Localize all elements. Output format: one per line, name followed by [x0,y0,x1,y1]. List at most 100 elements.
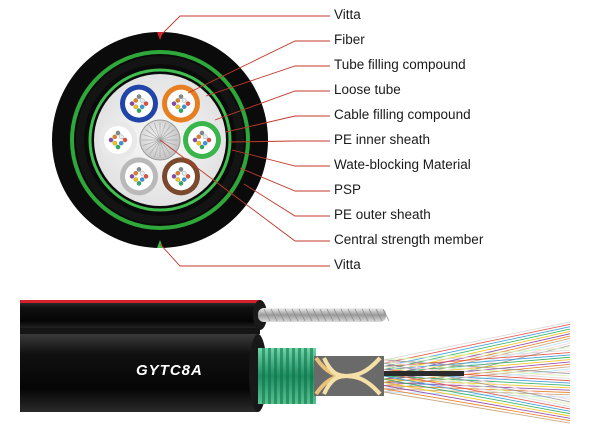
fiber-strand [383,359,571,400]
label-tube-filling-compound: Tube filling compound [334,57,466,72]
leader-line [239,167,330,192]
steel-wire [258,308,386,322]
fiber-dot [178,94,184,99]
fiber-dot [136,167,142,172]
fiber-strand [383,388,571,396]
fiber-strand [383,352,571,367]
leader-line [159,15,330,37]
fiber-strand [383,321,571,361]
fiber-strand [383,365,571,379]
ridge [310,348,313,404]
tube-filling [104,126,132,154]
tube-bundle-twist [314,356,382,396]
fiber-strand [383,385,571,393]
fiber-dot [185,174,191,179]
label-cable-filling-compound: Cable filling compound [334,107,471,122]
fiber-dot [202,140,208,146]
cable-model-print: GYTC8A [136,362,203,379]
fiber-strand [383,388,571,422]
wire-strand [361,308,369,322]
fiber-dot [196,140,202,146]
fiber-dot [136,94,142,99]
ridge [304,348,307,404]
label-central-strength-member: Central strength member [334,232,484,247]
wire-strand [319,308,327,322]
fiber-dot [199,130,205,136]
fiber-strand [383,362,571,403]
fiber-strand [383,347,571,361]
fiber-dot [185,101,191,106]
fiber-dot [139,177,145,182]
tube-filling [188,126,216,154]
wire-strand [284,308,292,322]
fanned-fibers [383,321,571,424]
ridge [274,348,277,404]
fiber-dot [175,104,181,110]
fiber-dot [181,170,187,176]
leader-line [225,115,330,133]
strength-rod [384,371,464,376]
wire-strand [382,308,390,322]
fiber-strand [383,330,571,374]
label-loose-tube: Loose tube [334,82,401,97]
wire-strand [270,308,278,322]
fiber-dot [129,101,135,106]
leader-line [205,65,330,97]
fiber-strand [383,328,571,371]
wire-strand [368,308,376,322]
fiber-dot [181,177,187,182]
fiber-strand [383,391,571,424]
fiber-strand [383,323,571,364]
fiber-dot [202,134,208,140]
label-psp: PSP [334,182,362,197]
psp-ring [70,50,250,230]
fiber-dot [171,174,177,179]
fiber-dot [143,174,149,179]
fiber-dot [139,170,145,176]
loose-tube [162,157,200,196]
fiber-strand [383,354,571,371]
fiber-strand [383,349,571,364]
wire-strand [298,308,306,322]
leader-line [214,90,330,121]
tube-filling [167,162,195,191]
fiber-dot [192,137,198,143]
fiber-dot [133,104,139,110]
fiber-dot [139,104,145,110]
loose-tube [120,157,158,196]
wire-strand [354,308,362,322]
fiber-dot [115,144,121,150]
fiber-strand [383,370,571,393]
wire-strand [340,308,348,322]
fiber-dot [139,98,145,103]
fiber-dot [122,137,128,143]
wire-strand [291,308,299,322]
messenger-jacket [20,300,260,330]
leader-line [231,149,330,167]
wire-strand [305,308,313,322]
fiber-strand [383,378,571,415]
fiber-strand [383,375,571,412]
fiber-strand [383,326,571,367]
fiber-dot [175,177,181,182]
fiber-dot [108,137,114,143]
label-pe-outer-sheath: PE outer sheath [334,207,431,222]
ridge [286,348,289,404]
wire-strand [326,308,334,322]
fiber-strand [383,378,571,389]
web-neck [20,328,260,334]
tube-filling [125,162,153,191]
fiber-dot [118,140,124,146]
fiber-strand [383,361,571,380]
wire-strand [375,308,383,322]
fiber-strand [383,342,571,390]
binder-yarn [322,356,382,395]
fiber-strand [383,372,571,410]
main-jacket [20,334,258,412]
leader-line [243,183,330,217]
leader-line [187,40,330,94]
fiber-dot [181,104,187,110]
wire-strand [277,308,285,322]
leader-line [159,243,330,267]
